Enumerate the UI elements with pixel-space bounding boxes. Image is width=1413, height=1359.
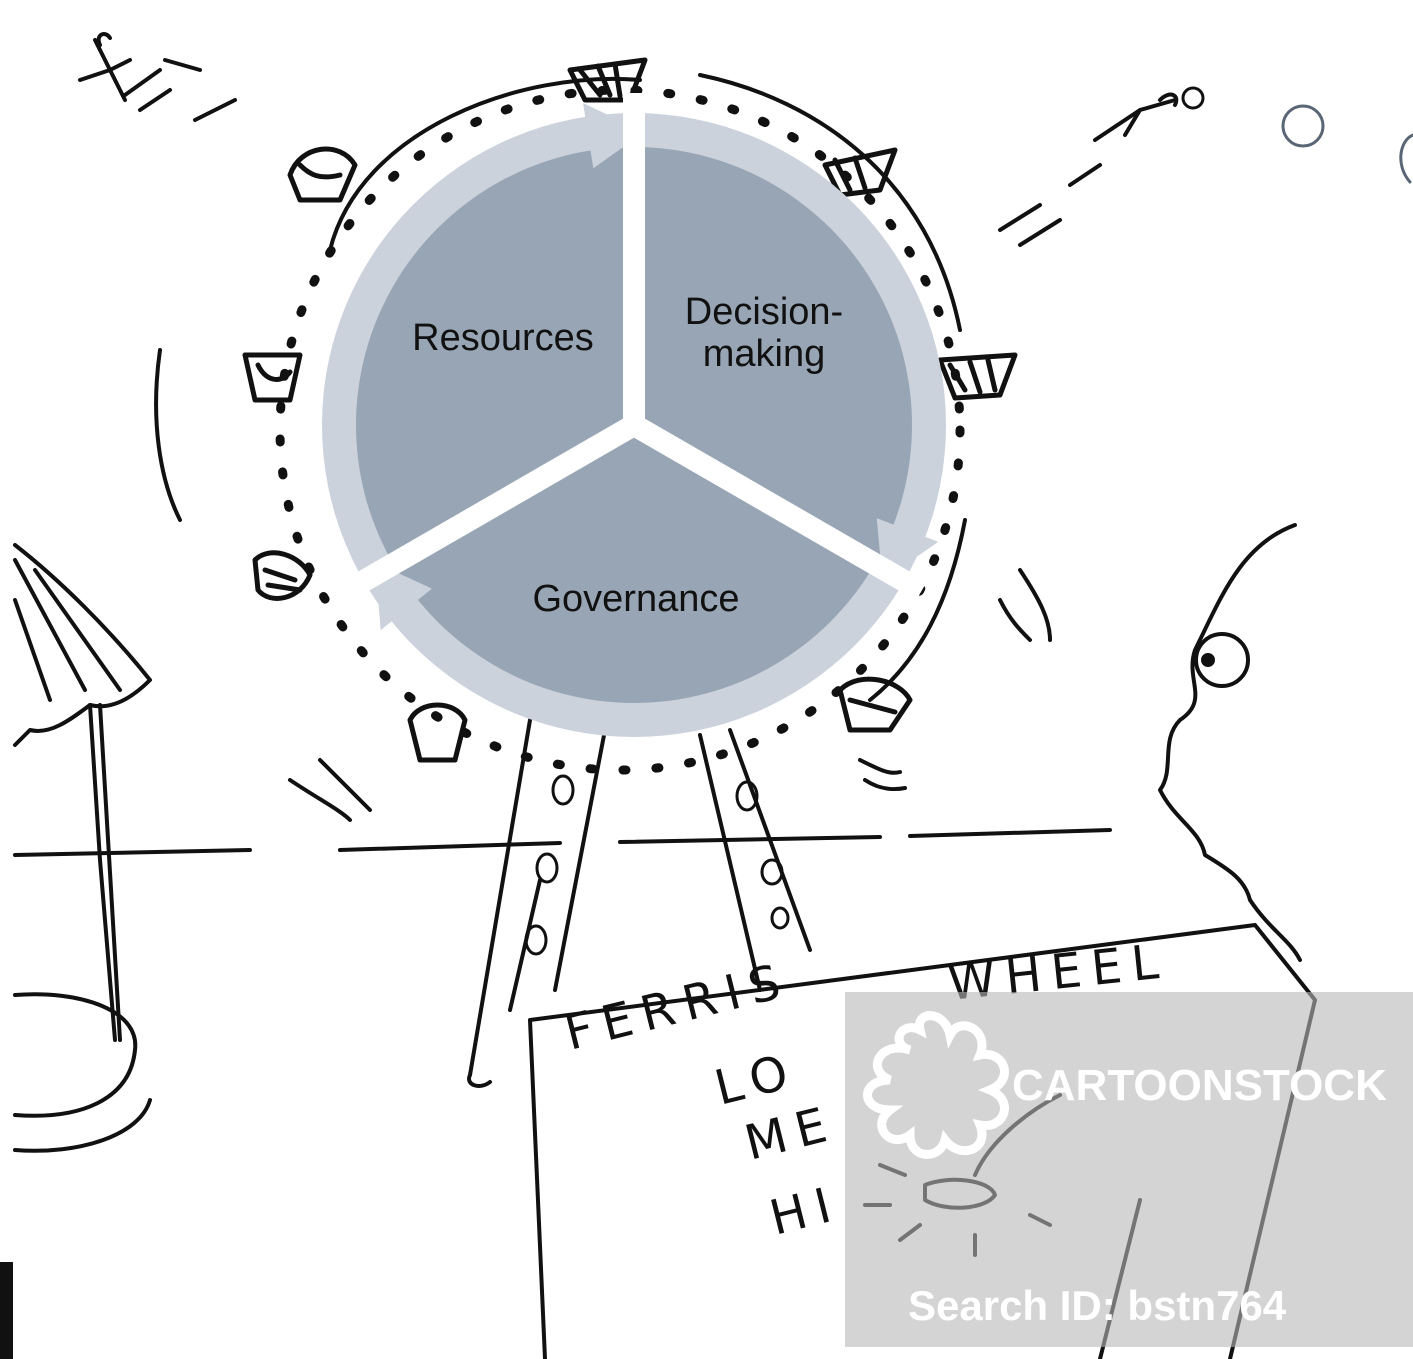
watermark-search-id: Search ID: bstn764	[908, 1282, 1287, 1329]
umbrella-canopy	[15, 545, 150, 745]
rider-head-right	[1183, 88, 1203, 108]
label-decision-making: Decision-making	[685, 291, 843, 375]
sign-title-ferris: FERRIS	[559, 952, 795, 1062]
sign-level-hi: HI	[764, 1175, 846, 1246]
umbrella-pole	[90, 705, 120, 1040]
label-decision-making-line-1: Decision-	[685, 291, 843, 333]
watermark-brand: CARTOONSTOCK	[1012, 1061, 1387, 1110]
rider-bubble-1	[1283, 106, 1323, 146]
rider-bubble-2	[1401, 135, 1413, 182]
flung-rider-left	[80, 34, 130, 100]
watermark: CARTOONSTOCK Search ID: bstn764	[845, 992, 1413, 1347]
label-resources: Resources	[412, 317, 594, 359]
horizon-line	[15, 830, 1110, 855]
edge-bar	[0, 1262, 13, 1359]
flung-rider-right	[1095, 95, 1176, 140]
label-governance-line-1: Governance	[532, 578, 739, 620]
umbrella-base	[15, 994, 150, 1151]
label-decision-making-line-2: making	[703, 333, 826, 375]
label-resources-line-1: Resources	[412, 317, 594, 359]
wheel-support-right	[700, 730, 810, 990]
operator-head	[1160, 525, 1300, 960]
label-governance: Governance	[532, 578, 739, 620]
operator-pupil	[1203, 655, 1213, 665]
